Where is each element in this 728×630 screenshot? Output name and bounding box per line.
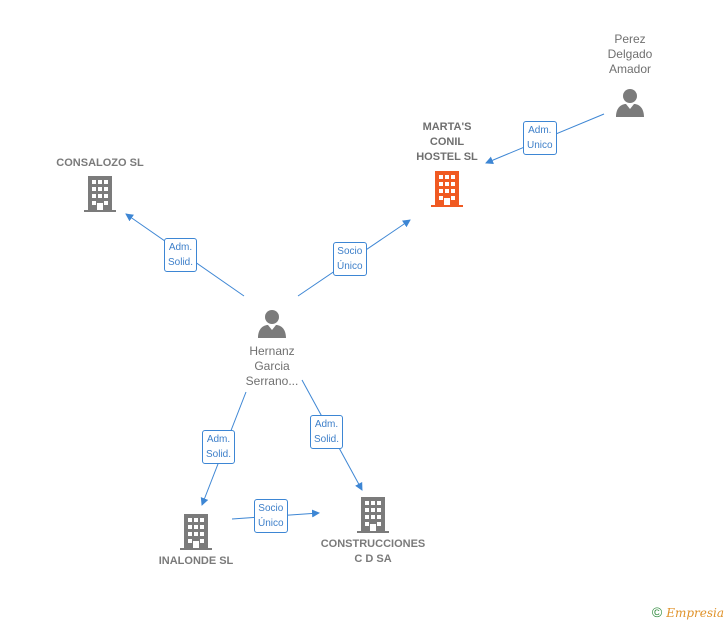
node-label: CONSTRUCCIONES C D SA	[320, 538, 426, 565]
edge-label-adm-unico[interactable]: Adm. Unico	[523, 121, 557, 155]
edge-label-socio-unico[interactable]: Socio Único	[333, 242, 367, 276]
edge-label-adm-solid[interactable]: Adm. Solid.	[202, 430, 236, 464]
building-icon	[357, 497, 389, 533]
node-perez-delgado-amador[interactable]: Perez Delgado Amador	[586, 32, 674, 119]
node-construcciones-cd[interactable]: CONSTRUCCIONES C D SA	[308, 497, 438, 567]
copyright-icon: ©	[651, 604, 663, 620]
edge-label-adm-solid[interactable]: Adm. Solid.	[164, 238, 198, 272]
node-inalonde[interactable]: INALONDE SL	[136, 514, 256, 569]
node-hernanz-garcia-serrano[interactable]: Hernanz Garcia Serrano...	[226, 308, 318, 389]
node-label: INALONDE SL	[158, 555, 234, 567]
node-label: Hernanz Garcia Serrano...	[245, 344, 299, 388]
person-icon	[258, 310, 286, 338]
node-martas-conil-hostel[interactable]: MARTA'S CONIL HOSTEL SL	[392, 120, 502, 207]
building-icon	[431, 171, 463, 207]
person-icon	[616, 89, 644, 117]
building-icon	[84, 176, 116, 212]
footer-brand: ©Empresia	[652, 604, 724, 620]
edge-label-adm-solid[interactable]: Adm. Solid.	[310, 415, 344, 449]
node-label: Perez Delgado Amador	[607, 32, 653, 76]
node-label: MARTA'S CONIL HOSTEL SL	[416, 121, 478, 163]
building-icon	[180, 514, 212, 550]
edge-label-socio-unico[interactable]: Socio Único	[254, 499, 288, 533]
brand-logo: Empresia	[666, 606, 724, 620]
node-consalozo[interactable]: CONSALOZO SL	[40, 156, 160, 212]
node-label: CONSALOZO SL	[56, 157, 144, 169]
